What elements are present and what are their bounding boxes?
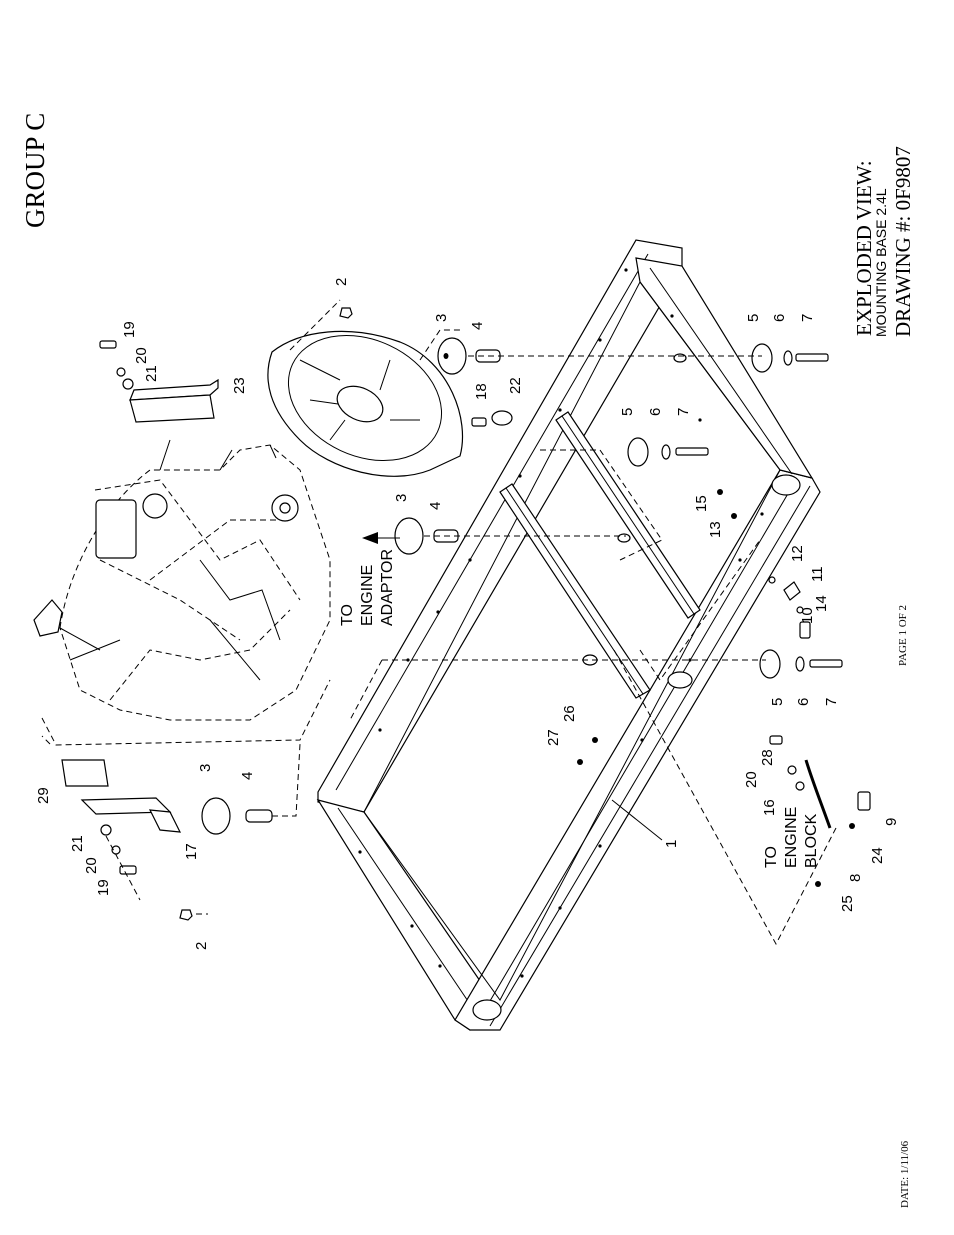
callout-5-front: 5 <box>769 698 786 706</box>
callout-8: 8 <box>847 874 864 882</box>
callout-23: 23 <box>231 377 248 394</box>
callout-18: 18 <box>473 383 490 400</box>
callout-7-front: 7 <box>823 698 840 706</box>
exploded-view-title: EXPLODED VIEW: <box>852 160 876 336</box>
callout-4-center: 4 <box>427 502 444 510</box>
callout-11: 11 <box>809 566 826 582</box>
callout-4-left: 4 <box>239 772 256 780</box>
callout-20-top: 20 <box>133 347 150 364</box>
callout-20-bottom: 20 <box>83 857 100 874</box>
note-block-line1: TO <box>763 846 780 868</box>
callout-20-cable: 20 <box>743 771 760 788</box>
bracket-17 <box>80 797 182 833</box>
callout-27: 27 <box>545 729 562 746</box>
callout-3-top: 3 <box>433 314 450 322</box>
callout-14: 14 <box>813 595 830 612</box>
exploded-view-subtitle: MOUNTING BASE 2.4L <box>873 188 889 337</box>
note-engine-block: TO ENGINE BLOCK <box>763 807 820 868</box>
callout-6-center: 6 <box>647 408 664 416</box>
callout-21-bottom: 21 <box>69 835 86 852</box>
drawing-number: DRAWING #: 0F9807 <box>891 146 915 337</box>
bracket-23 <box>129 378 219 423</box>
engine-adaptor-plate <box>267 299 464 477</box>
callout-2-top: 2 <box>333 278 350 286</box>
callout-24: 24 <box>869 847 886 864</box>
callout-19-bottom: 19 <box>95 879 112 896</box>
callout-17: 17 <box>183 843 200 860</box>
callout-25: 25 <box>839 895 856 912</box>
callout-10: 10 <box>799 607 816 624</box>
callout-5-center: 5 <box>619 408 636 416</box>
isolator-mounts <box>201 337 843 835</box>
callout-3-left: 3 <box>197 764 214 772</box>
callout-19-top: 19 <box>121 321 138 338</box>
callout-21-top: 21 <box>143 365 160 382</box>
note-adaptor-line2: ENGINE <box>359 565 376 626</box>
callout-3-center: 3 <box>393 494 410 502</box>
callout-15: 15 <box>693 495 710 512</box>
callout-7-right: 7 <box>799 314 816 322</box>
callout-22: 22 <box>507 377 524 394</box>
group-title: GROUP C <box>20 112 50 228</box>
callout-29: 29 <box>35 787 52 804</box>
callout-6-front: 6 <box>795 698 812 706</box>
hardware <box>41 307 871 946</box>
note-adaptor-line3: ADAPTOR <box>379 549 396 626</box>
bracket-29 <box>61 759 109 787</box>
callout-28: 28 <box>759 749 776 766</box>
note-block-line3: BLOCK <box>803 813 820 868</box>
callout-16: 16 <box>761 799 778 816</box>
page-number: PAGE 1 OF 2 <box>897 604 909 666</box>
callout-13: 13 <box>707 521 724 538</box>
date-label: DATE: 1/11/06 <box>899 1140 911 1208</box>
mounting-base-frame <box>316 239 821 1031</box>
callout-1: 1 <box>663 840 680 848</box>
note-block-line2: ENGINE <box>783 807 800 868</box>
callout-2-bottom: 2 <box>193 942 210 950</box>
callout-6-right: 6 <box>771 314 788 322</box>
note-engine-adaptor: TO ENGINE ADAPTOR <box>339 549 396 626</box>
callout-4-top: 4 <box>469 322 486 330</box>
callout-5-right: 5 <box>745 314 762 322</box>
note-adaptor-line1: TO <box>339 604 356 626</box>
engine-block <box>33 439 331 746</box>
callout-7-center: 7 <box>675 408 692 416</box>
callouts: 1 2 2 3 3 3 4 4 4 5 5 5 6 6 6 7 7 7 8 9 … <box>35 278 900 950</box>
callout-9: 9 <box>883 818 900 826</box>
callout-26: 26 <box>561 705 578 722</box>
callout-12: 12 <box>789 545 806 562</box>
